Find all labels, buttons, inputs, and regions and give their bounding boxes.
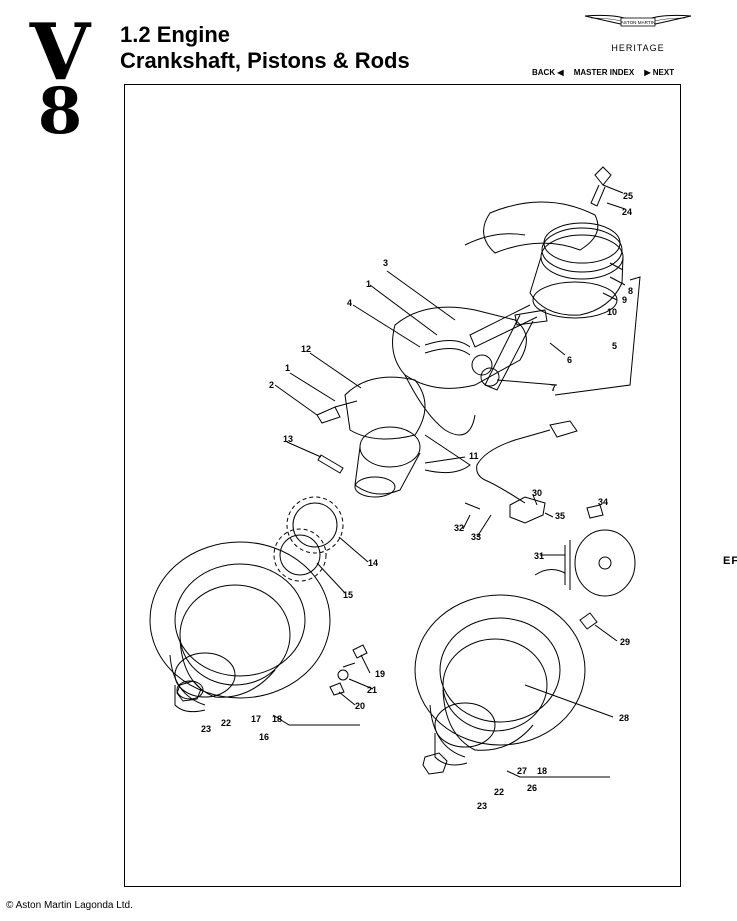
callout-12: 12 [301, 344, 312, 354]
callout-34: 34 [598, 497, 609, 507]
exploded-parts-diagram [149, 166, 641, 778]
title-line-2: Crankshaft, Pistons & Rods [120, 48, 410, 73]
callout-23: 23 [201, 724, 212, 734]
callout-5: 5 [612, 341, 618, 351]
callout-22b: 22 [494, 787, 505, 797]
callout-35: 35 [555, 511, 566, 521]
callout-3: 3 [383, 258, 389, 268]
callout-4: 4 [347, 298, 353, 308]
callout-23b: 23 [477, 801, 488, 811]
callout-17: 17 [251, 714, 262, 724]
callout-20: 20 [355, 701, 366, 711]
badge-letter: V [29, 7, 91, 98]
copyright-footer: © Aston Martin Lagonda Ltd. [6, 900, 133, 911]
back-link[interactable]: BACK ◀ [532, 68, 564, 77]
callout-10: 10 [607, 307, 618, 317]
callout-24: 24 [622, 207, 633, 217]
callout-31: 31 [534, 551, 545, 561]
callout-32: 32 [454, 523, 465, 533]
callout-29: 29 [620, 637, 631, 647]
callout-11: 11 [469, 451, 479, 461]
callout-18: 18 [272, 714, 283, 724]
callout-2: 2 [269, 380, 275, 390]
callout-22: 22 [221, 718, 232, 728]
callout-1: 1 [366, 279, 372, 289]
title-line-1: 1.2 Engine [120, 22, 231, 47]
callout-14: 14 [368, 558, 379, 568]
aston-martin-logo: ASTON MARTIN HERITAGE [583, 12, 693, 53]
badge-number: 8 [37, 74, 83, 149]
callout-27: 27 [517, 766, 528, 776]
next-link[interactable]: ▶ NEXT [644, 68, 675, 77]
callout-13: 13 [283, 434, 294, 444]
callout-15: 15 [343, 590, 354, 600]
v8-badge: V 8 [20, 14, 100, 144]
callout-19: 19 [375, 669, 386, 679]
callout-7: 7 [551, 383, 557, 393]
callout-33: 33 [471, 532, 482, 542]
master-index-link[interactable]: MASTER INDEX [573, 68, 635, 77]
diagram-frame: EFI 25 24 3 8 1 9 10 4 6 5 12 7 1 2 13 1… [124, 84, 737, 887]
callout-16: 16 [259, 732, 270, 742]
callout-8: 8 [628, 286, 634, 296]
callout-30: 30 [532, 488, 543, 498]
callout-25: 25 [623, 191, 634, 201]
efi-label: EFI [723, 555, 737, 567]
callout-21: 21 [367, 685, 378, 695]
wings-logo-icon: ASTON MARTIN [584, 14, 692, 27]
callout-9: 9 [622, 295, 628, 305]
callout-28: 28 [619, 713, 630, 723]
callout-26: 26 [527, 783, 538, 793]
logo-text: ASTON MARTIN [621, 20, 656, 25]
callout-1b: 1 [285, 363, 291, 373]
page-nav: BACK ◀ MASTER INDEX ▶ NEXT [532, 68, 682, 77]
heritage-label: HERITAGE [611, 43, 665, 53]
callout-18b: 18 [537, 766, 548, 776]
page-title: 1.2 Engine Crankshaft, Pistons & Rods [120, 22, 410, 74]
callout-6: 6 [567, 355, 573, 365]
